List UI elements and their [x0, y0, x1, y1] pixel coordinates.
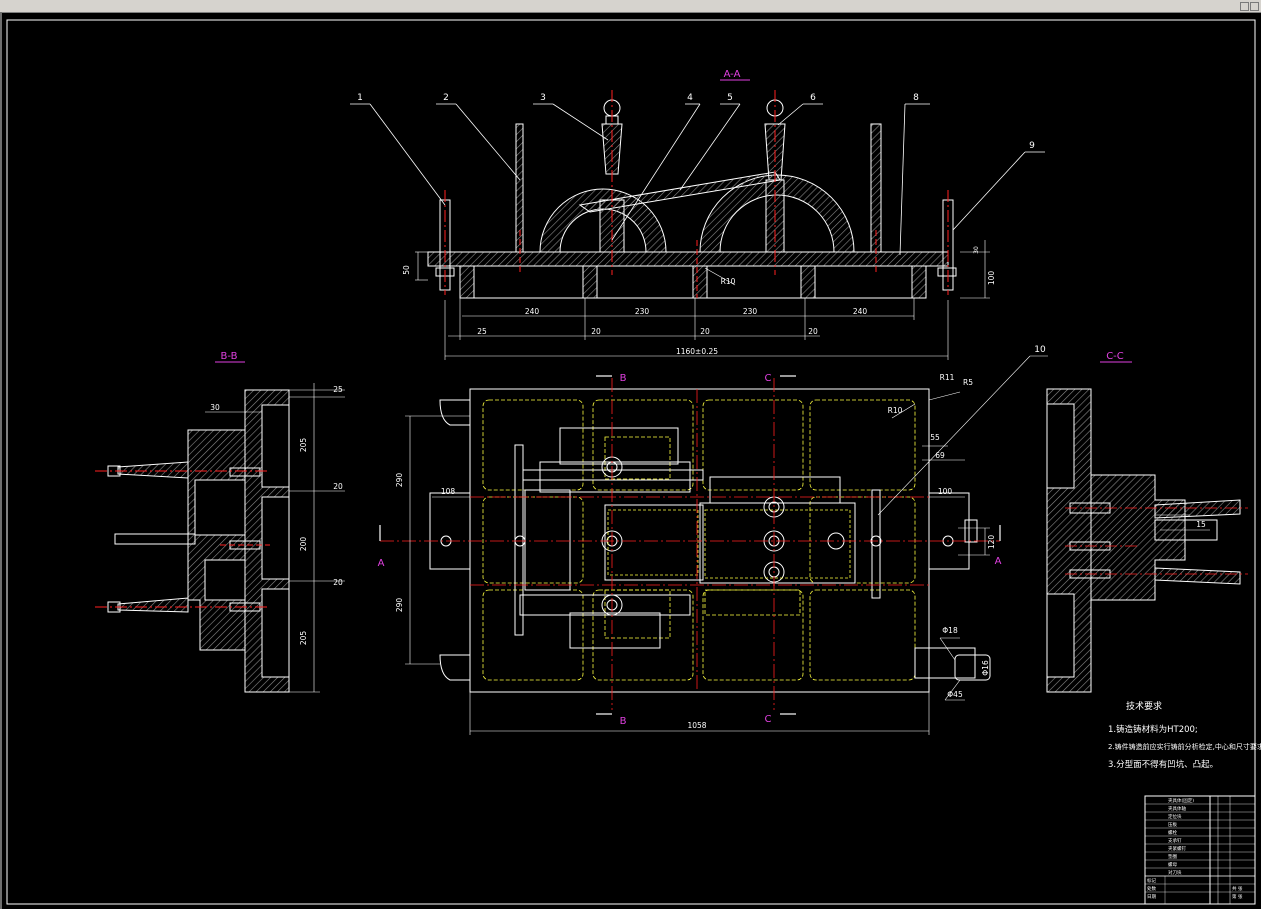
plan-dim-108: 108: [441, 487, 456, 496]
cut-label-a-left: A: [378, 558, 385, 569]
tb-row-8: 垫圈: [1168, 853, 1177, 860]
bb-dim-30: 30: [210, 403, 220, 412]
tb-footer-5: 第 张: [1232, 893, 1243, 900]
plan-dim-69: 69: [935, 451, 945, 460]
balloon-4: 4: [687, 93, 693, 103]
tech-requirements: 技术要求 1.铸造铸材料为HT200; 2.铸件铸造前应实行铸前分析检定,中心和…: [1108, 700, 1261, 770]
plan-dim-290-top: 290: [395, 473, 404, 488]
cad-drawing-canvas[interactable]: A-A: [0, 12, 1261, 909]
title-bar: [0, 0, 1261, 13]
plan-dim-55: 55: [930, 433, 940, 442]
tb-row-9: 螺母: [1168, 861, 1177, 868]
dim-20-b: 20: [700, 327, 710, 336]
plan-dim-r10: R10: [888, 406, 903, 415]
minimize-icon[interactable]: [1240, 2, 1249, 11]
bb-dim-205-top: 205: [299, 438, 308, 453]
plan-dim-r11: R11: [940, 373, 955, 382]
dim-240-left: 240: [525, 307, 540, 316]
bb-dim-200: 200: [299, 537, 308, 552]
section-label-cc: C-C: [1106, 351, 1124, 362]
dim-25: 25: [477, 327, 487, 336]
balloon-2: 2: [443, 93, 449, 103]
dim-1160: 1160±0.25: [676, 347, 718, 356]
plan-dim-phi18: Φ18: [942, 626, 958, 635]
tb-footer-3: 日期: [1147, 894, 1156, 900]
balloon-6: 6: [810, 93, 816, 103]
cut-label-b-bottom: B: [620, 716, 627, 727]
section-view-bb: B-B 25 30 205 20: [95, 351, 345, 693]
tech-req-item-2: 2.铸件铸造前应实行铸前分析检定,中心和尺寸要求确定;: [1108, 742, 1261, 751]
title-block: 夹具体(固定) 夹具体轴 定位块 压板 螺栓 支承钉 夹紧螺钉 垫圈 螺母 对刀…: [1144, 795, 1256, 905]
bb-dim-25: 25: [333, 385, 343, 394]
drawing-frame: [6, 19, 1256, 905]
section-view-aa: A-A: [350, 69, 1045, 360]
dim-100-top: 100: [987, 271, 996, 286]
tb-row-10: 对刀块: [1168, 869, 1182, 876]
section-label-bb: B-B: [221, 351, 238, 362]
close-icon[interactable]: [1250, 2, 1259, 11]
dim-20-a: 20: [591, 327, 601, 336]
cut-label-b-top: B: [620, 373, 627, 384]
bb-dim-20-a: 20: [333, 482, 343, 491]
tb-row-7: 夹紧螺钉: [1168, 845, 1186, 852]
section-label-aa: A-A: [724, 69, 741, 80]
plan-dim-120: 120: [987, 535, 996, 550]
tb-row-6: 支承钉: [1168, 837, 1182, 844]
tb-footer-4: 共 张: [1232, 885, 1243, 892]
dim-230-left: 230: [635, 307, 650, 316]
plan-dim-r5: R5: [963, 378, 973, 387]
plan-dim-phi45: Φ45: [947, 690, 963, 699]
tech-req-item-1: 1.铸造铸材料为HT200;: [1108, 724, 1198, 735]
bb-dim-205-bottom: 205: [299, 631, 308, 646]
balloon-8: 8: [913, 93, 919, 103]
plan-dim-phi16: Φ16: [981, 660, 990, 676]
bb-dim-20-b: 20: [333, 578, 343, 587]
dim-240-right: 240: [853, 307, 868, 316]
balloon-3: 3: [540, 93, 546, 103]
section-view-cc: C-C 15: [1046, 351, 1248, 693]
cut-label-c-bottom: C: [765, 714, 772, 725]
dim-r10-top: R10: [721, 277, 736, 286]
tb-footer-2: 处数: [1147, 885, 1156, 892]
dim-230-right: 230: [743, 307, 758, 316]
cut-label-a-right: A: [995, 556, 1002, 567]
tb-row-2: 夹具体轴: [1168, 805, 1186, 812]
balloon-5: 5: [727, 93, 733, 103]
cc-dim-15: 15: [1196, 520, 1206, 529]
left-edge: [0, 12, 2, 909]
dim-30-top: 30: [973, 246, 980, 254]
tb-row-1: 夹具体(固定): [1168, 797, 1194, 804]
base-plate-section: [427, 251, 949, 267]
dim-50: 50: [402, 265, 411, 275]
tb-row-4: 压板: [1168, 821, 1177, 828]
cut-label-c-top: C: [765, 373, 772, 384]
tb-footer-1: 标记: [1147, 877, 1156, 884]
dim-20-c: 20: [808, 327, 818, 336]
balloon-10: 10: [1034, 345, 1046, 355]
tech-req-item-3: 3.分型面不得有凹坑、凸起。: [1108, 759, 1218, 770]
plan-dim-100: 100: [938, 487, 953, 496]
plan-view: B B C C A A 290 290: [378, 345, 1048, 735]
tech-req-title: 技术要求: [1126, 700, 1162, 712]
balloon-1: 1: [357, 93, 363, 103]
tb-row-5: 螺栓: [1168, 829, 1177, 836]
balloon-9: 9: [1029, 141, 1035, 151]
tb-row-3: 定位块: [1168, 813, 1182, 820]
plan-dim-1058: 1058: [687, 721, 706, 730]
plan-dim-290-bottom: 290: [395, 598, 404, 613]
